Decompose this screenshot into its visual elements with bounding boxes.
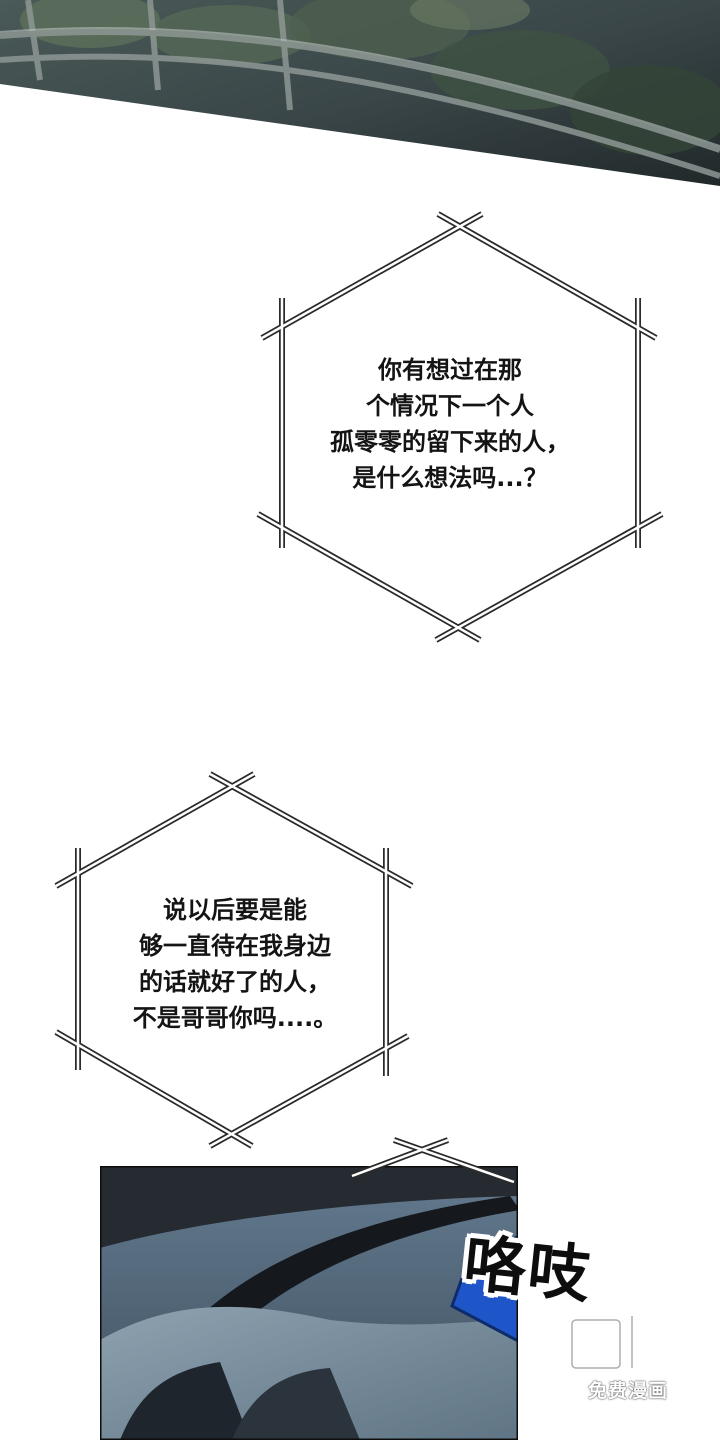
- bubble-1-line-1: 你有想过在那: [378, 356, 522, 384]
- speech-bubble-1-text: 你有想过在那 个情况下一个人 孤零零的留下来的人， 是什么想法吗...？: [300, 352, 600, 496]
- sound-effect-text: 咯吱: [460, 1226, 596, 1312]
- car-window-1: [120, 1362, 250, 1440]
- watermark: 免费漫画: [566, 1306, 690, 1416]
- speech-bubble-2-text: 说以后要是能 够一直待在我身边 的话就好了的人， 不是哥哥你吗....。: [90, 892, 380, 1036]
- bubble-1-line-3: 孤零零的留下来的人，: [330, 428, 570, 456]
- top-scene-panel: [0, 0, 720, 186]
- windshield-edge: [196, 1196, 518, 1330]
- bubble-2-line-3: 的话就好了的人，: [139, 968, 331, 996]
- bubble-2-line-2: 够一直待在我身边: [139, 932, 331, 960]
- bubble-1-line-2: 个情况下一个人: [366, 392, 534, 420]
- railing-shapes: [0, 0, 720, 179]
- siren-light: [450, 1235, 518, 1343]
- bubble-1-line-4: 是什么想法吗...？: [352, 464, 548, 492]
- bubble-2-line-1: 说以后要是能: [163, 896, 307, 924]
- bubble-2-line-4: 不是哥哥你吗....。: [132, 1004, 338, 1032]
- car-window-2: [232, 1368, 360, 1440]
- watermark-logo-icon: [568, 1316, 684, 1372]
- watermark-text: 免费漫画: [587, 1380, 668, 1402]
